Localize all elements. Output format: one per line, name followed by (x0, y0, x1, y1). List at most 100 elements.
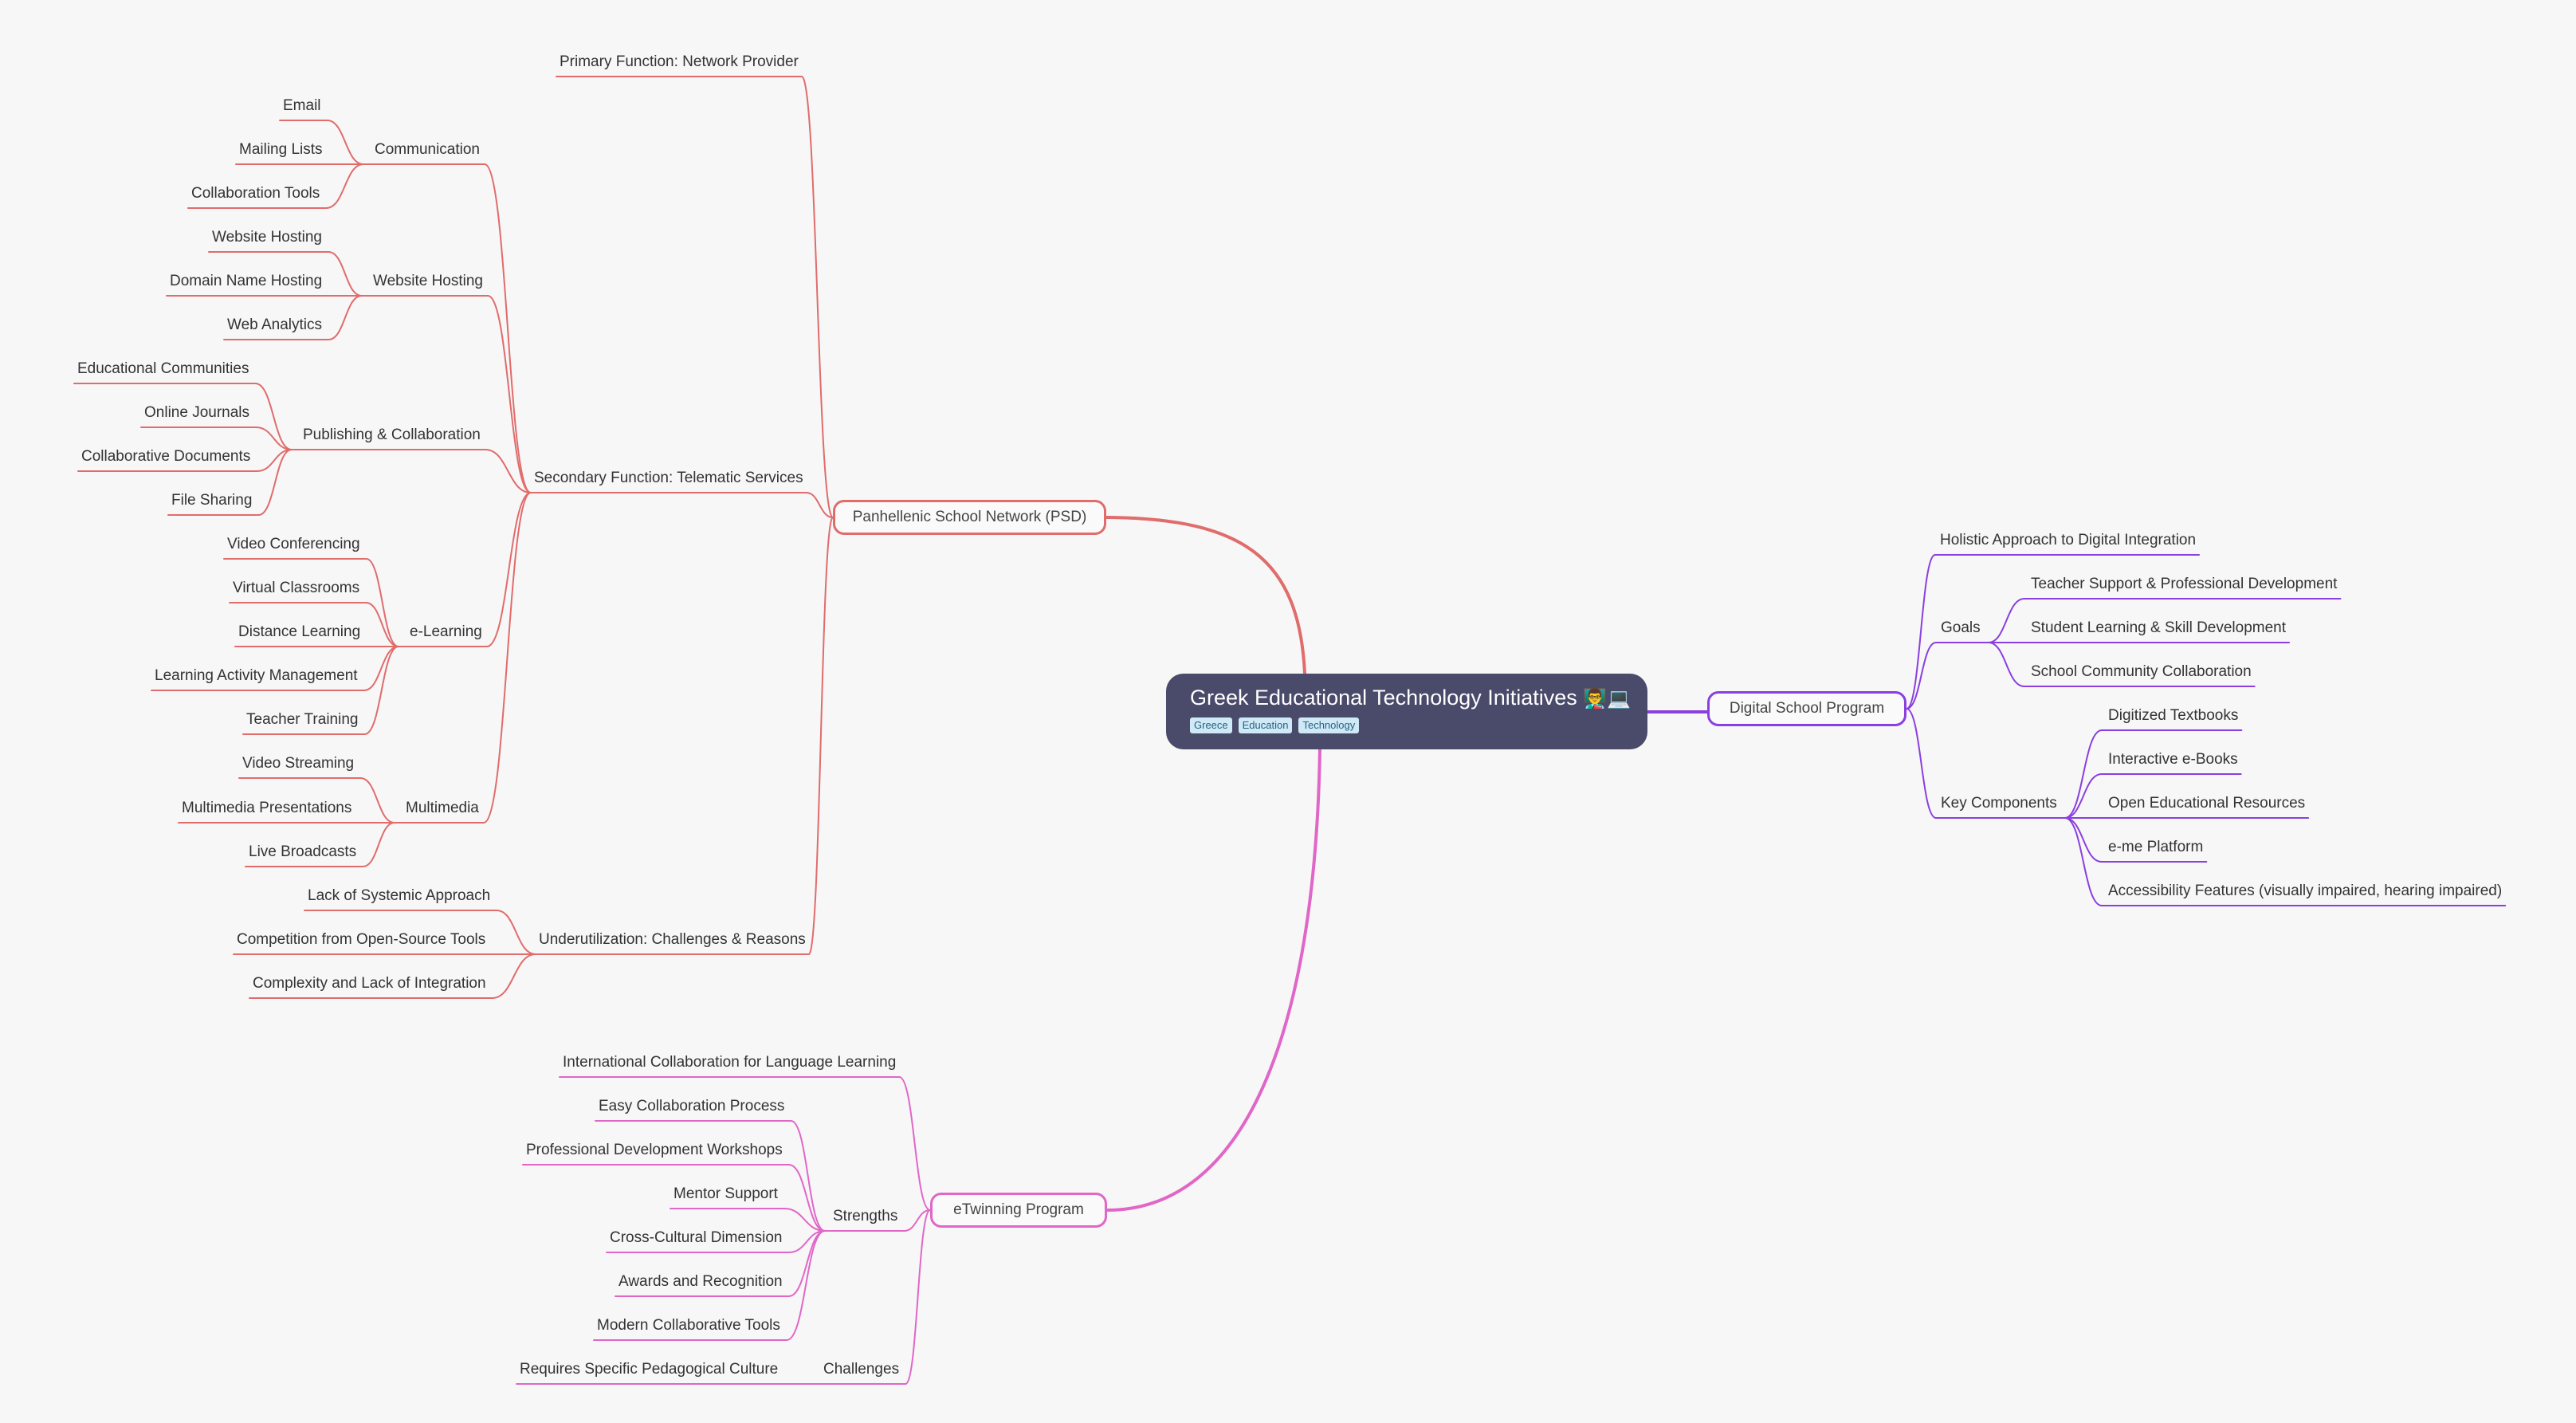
link-digital-2 (1906, 708, 1937, 819)
link-multimedia-live-broadcasts (362, 822, 395, 867)
psd-website-hosting[interactable]: Website Hosting (373, 273, 483, 289)
digital-key-components[interactable]: Key Components (1941, 795, 2057, 812)
etwinning-international-collaboration[interactable]: International Collaboration for Language… (563, 1054, 897, 1071)
link-elearning-virtual-classrooms (365, 602, 399, 647)
link-components-digitized-textbooks (2064, 729, 2103, 819)
link-psd-1 (805, 492, 834, 518)
root-title-row: Greek Educational Technology Initiatives… (1190, 685, 1647, 711)
digital-holistic-approach[interactable]: Holistic Approach to Digital Integration (1940, 532, 2197, 548)
link-psd-0 (800, 76, 834, 518)
multimedia-live-broadcasts[interactable]: Live Broadcasts (249, 843, 357, 860)
strengths-professional-workshops[interactable]: Professional Development Workshops (526, 1142, 783, 1158)
communication-email[interactable]: Email (283, 97, 321, 114)
psd-label: Panhellenic School Network (PSD) (852, 509, 1087, 525)
digital-school-node[interactable]: Digital School Program (1707, 691, 1906, 726)
etwinning-label: eTwinning Program (953, 1201, 1084, 1218)
link-underutil-lack-systemic-approach (496, 910, 536, 955)
link-strengths-easy-collaboration (790, 1120, 826, 1232)
psd-communication[interactable]: Communication (375, 141, 480, 158)
link-hosting-web-analytics (327, 295, 363, 340)
strengths-modern-tools[interactable]: Modern Collaborative Tools (597, 1317, 780, 1334)
multimedia-presentations[interactable]: Multimedia Presentations (182, 800, 352, 816)
digital-goals[interactable]: Goals (1941, 619, 1981, 636)
root-tags: Greece Education Technology (1190, 717, 1647, 733)
psd-node[interactable]: Panhellenic School Network (PSD) (833, 500, 1106, 535)
components-interactive-ebooks[interactable]: Interactive e-Books (2108, 751, 2238, 768)
link-psd-2 (807, 517, 834, 955)
components-eme-platform[interactable]: e-me Platform (2108, 839, 2204, 855)
publishing-file-sharing[interactable]: File Sharing (171, 492, 253, 509)
tag-technology: Technology (1298, 717, 1360, 733)
link-elearning-learning-activity-management (363, 646, 399, 691)
digital-school-label: Digital School Program (1729, 700, 1885, 717)
link-sec-psd-elearning (485, 492, 532, 647)
link-etw-2 (905, 1209, 931, 1385)
link-etw-1 (903, 1209, 931, 1232)
psd-secondary-function[interactable]: Secondary Function: Telematic Services (534, 470, 803, 486)
hosting-website-hosting[interactable]: Website Hosting (212, 229, 322, 246)
strengths-mentor-support[interactable]: Mentor Support (673, 1185, 778, 1202)
publishing-collaborative-documents[interactable]: Collaborative Documents (81, 448, 251, 465)
link-sec-psd-website-hosting (487, 295, 532, 493)
psd-publishing-collaboration[interactable]: Publishing & Collaboration (303, 427, 481, 443)
publishing-educational-communities[interactable]: Educational Communities (77, 360, 249, 377)
link-publishing-collaborative-documents (256, 449, 293, 472)
link-strengths-mentor-support (783, 1208, 826, 1232)
components-digitized-textbooks[interactable]: Digitized Textbooks (2108, 707, 2239, 724)
link-goals-school-community (1987, 642, 2025, 687)
strengths-cross-cultural[interactable]: Cross-Cultural Dimension (610, 1229, 783, 1246)
communication-collaboration-tools[interactable]: Collaboration Tools (191, 185, 320, 202)
link-hosting-website-hosting (328, 251, 363, 297)
link-components-eme-platform (2064, 817, 2103, 863)
strengths-easy-collaboration[interactable]: Easy Collaboration Process (599, 1098, 785, 1114)
multimedia-video-streaming[interactable]: Video Streaming (242, 755, 355, 772)
goals-school-community[interactable]: School Community Collaboration (2031, 663, 2252, 680)
psd-underutilization[interactable]: Underutilization: Challenges & Reasons (539, 931, 806, 948)
link-components-accessibility-features (2064, 817, 2103, 906)
link-communication-email (326, 120, 364, 165)
link-digital-1 (1906, 642, 1937, 710)
elearning-teacher-training[interactable]: Teacher Training (246, 711, 359, 728)
link-root-etwinning (1105, 748, 1321, 1212)
components-open-educational-resources[interactable]: Open Educational Resources (2108, 795, 2306, 812)
link-root-psd (1105, 516, 1306, 675)
hosting-web-analytics[interactable]: Web Analytics (227, 316, 322, 333)
underutil-competition-open-source[interactable]: Competition from Open-Source Tools (237, 931, 486, 948)
goals-teacher-support[interactable]: Teacher Support & Professional Developme… (2031, 576, 2338, 592)
link-strengths-modern-tools (785, 1230, 826, 1341)
elearning-virtual-classrooms[interactable]: Virtual Classrooms (233, 580, 360, 596)
etwinning-strengths[interactable]: Strengths (833, 1208, 898, 1224)
communication-mailing-lists[interactable]: Mailing Lists (239, 141, 323, 158)
components-accessibility-features[interactable]: Accessibility Features (visually impaire… (2108, 882, 2503, 899)
link-elearning-video-conferencing (365, 558, 399, 647)
link-sec-psd-publishing-collaboration (484, 449, 532, 493)
psd-primary-function[interactable]: Primary Function: Network Provider (560, 53, 799, 70)
root-title: Greek Educational Technology Initiatives (1190, 686, 1577, 710)
publishing-online-journals[interactable]: Online Journals (144, 404, 250, 421)
link-multimedia-video-streaming (359, 777, 395, 824)
hosting-domain-name-hosting[interactable]: Domain Name Hosting (170, 273, 323, 289)
etwinning-challenges[interactable]: Challenges (823, 1361, 900, 1378)
root-node[interactable]: Greek Educational Technology Initiatives… (1166, 674, 1647, 749)
psd-elearning[interactable]: e-Learning (410, 623, 482, 640)
goals-student-learning[interactable]: Student Learning & Skill Development (2031, 619, 2287, 636)
link-elearning-teacher-training (363, 646, 399, 735)
strengths-awards-recognition[interactable]: Awards and Recognition (618, 1273, 783, 1290)
link-publishing-educational-communities (254, 383, 293, 450)
elearning-learning-activity-management[interactable]: Learning Activity Management (155, 667, 358, 684)
link-components-interactive-ebooks (2064, 773, 2103, 819)
teacher-laptop-icon: 👨‍🏫💻 (1583, 687, 1632, 710)
etwinning-node[interactable]: eTwinning Program (930, 1193, 1107, 1228)
underutil-lack-systemic-approach[interactable]: Lack of Systemic Approach (308, 887, 491, 904)
link-publishing-online-journals (255, 427, 293, 450)
elearning-distance-learning[interactable]: Distance Learning (238, 623, 361, 640)
underutil-complexity-integration[interactable]: Complexity and Lack of Integration (253, 975, 486, 992)
psd-multimedia[interactable]: Multimedia (406, 800, 479, 816)
link-publishing-file-sharing (257, 449, 293, 516)
tag-greece: Greece (1190, 717, 1232, 733)
tag-education: Education (1238, 717, 1293, 733)
challenges-pedagogical-culture[interactable]: Requires Specific Pedagogical Culture (520, 1361, 779, 1378)
elearning-video-conferencing[interactable]: Video Conferencing (227, 536, 360, 552)
